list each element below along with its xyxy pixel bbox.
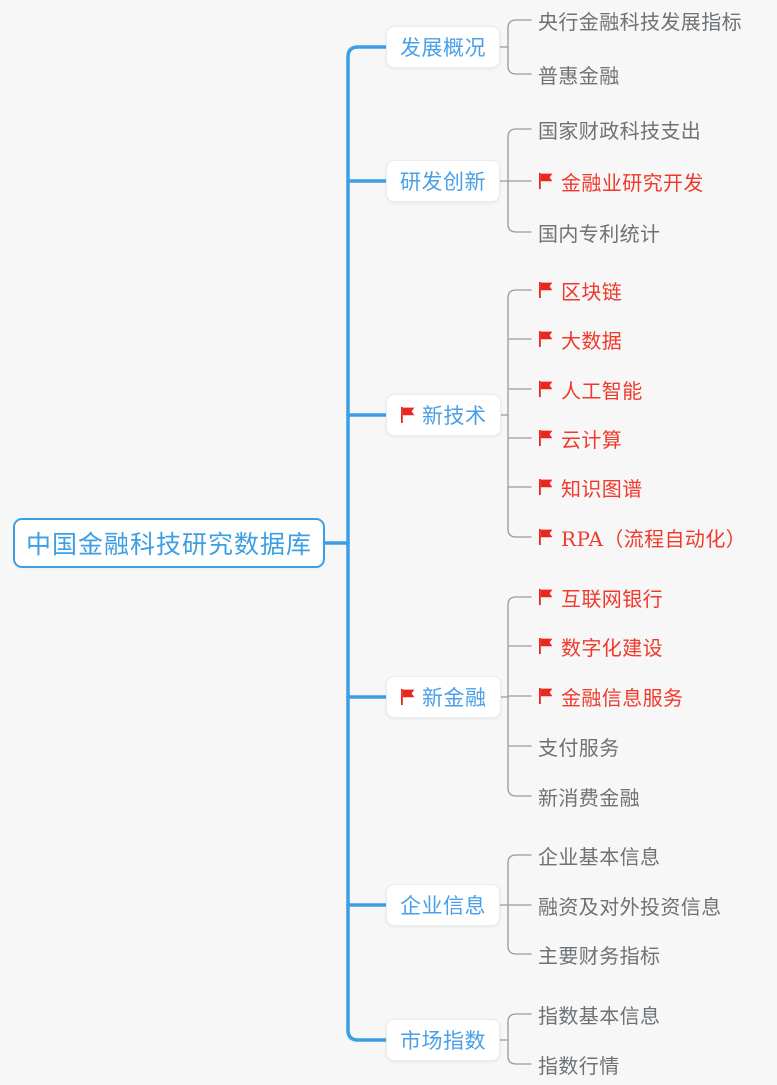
leaf-label: RPA（流程自动化） — [561, 526, 747, 551]
leaf-label: 支付服务 — [538, 735, 620, 760]
flag-icon — [538, 528, 554, 546]
leaf-label: 融资及对外投资信息 — [538, 894, 722, 919]
leaf-node[interactable]: 人工智能 — [538, 374, 643, 404]
branch-label: 发展概况 — [400, 36, 486, 60]
leaf-label: 企业基本信息 — [538, 844, 661, 869]
leaf-node[interactable]: 金融业研究开发 — [538, 166, 704, 196]
leaf-node[interactable]: 云计算 — [538, 423, 622, 453]
leaf-label: 知识图谱 — [561, 476, 643, 501]
leaf-node[interactable]: 国家财政科技支出 — [538, 114, 701, 144]
branch-label: 企业信息 — [400, 894, 486, 918]
leaf-label: 主要财务指标 — [538, 943, 661, 968]
flag-icon — [538, 330, 554, 348]
leaf-label: 人工智能 — [561, 378, 643, 403]
leaf-label: 新消费金融 — [538, 785, 640, 810]
leaf-node[interactable]: 知识图谱 — [538, 472, 643, 502]
root-label: 中国金融科技研究数据库 — [25, 530, 312, 559]
flag-icon — [538, 429, 554, 447]
branch-node-2[interactable]: 研发创新 — [386, 160, 500, 202]
leaf-node[interactable]: 国内专利统计 — [538, 217, 660, 247]
flag-icon — [538, 281, 554, 299]
leaf-node[interactable]: RPA（流程自动化） — [538, 522, 746, 552]
leaf-label: 互联网银行 — [561, 586, 663, 611]
flag-icon — [538, 588, 554, 606]
leaf-node[interactable]: 数字化建设 — [538, 631, 663, 661]
leaf-label: 国内专利统计 — [538, 221, 661, 246]
leaf-label: 国家财政科技支出 — [538, 118, 702, 143]
leaf-node[interactable]: 区块链 — [538, 275, 622, 305]
branch-label: 市场指数 — [400, 1029, 486, 1053]
leaf-label: 普惠金融 — [538, 63, 620, 88]
leaf-node[interactable]: 普惠金融 — [538, 59, 620, 89]
flag-icon — [538, 478, 554, 496]
leaf-label: 区块链 — [561, 279, 623, 304]
branch-label: 新金融 — [422, 686, 487, 710]
leaf-node[interactable]: 互联网银行 — [538, 582, 663, 612]
leaf-node[interactable]: 大数据 — [538, 324, 622, 354]
leaf-node[interactable]: 主要财务指标 — [538, 939, 660, 969]
leaf-label: 央行金融科技发展指标 — [538, 9, 742, 34]
branch-node-3[interactable]: 新技术 — [386, 394, 501, 436]
flag-icon — [400, 406, 416, 424]
leaf-node[interactable]: 新消费金融 — [538, 781, 640, 811]
leaf-label: 金融信息服务 — [561, 685, 684, 710]
branch-node-1[interactable]: 发展概况 — [386, 26, 500, 68]
branch-node-6[interactable]: 市场指数 — [386, 1019, 500, 1061]
leaf-label: 大数据 — [561, 328, 623, 353]
flag-icon — [538, 172, 554, 190]
leaf-label: 数字化建设 — [561, 635, 663, 660]
leaf-node[interactable]: 企业基本信息 — [538, 840, 660, 870]
leaf-label: 指数行情 — [538, 1053, 620, 1078]
leaf-node[interactable]: 指数基本信息 — [538, 999, 660, 1029]
leaf-node[interactable]: 央行金融科技发展指标 — [538, 5, 742, 35]
flag-icon — [400, 688, 416, 706]
leaf-node[interactable]: 金融信息服务 — [538, 681, 683, 711]
branch-label: 新技术 — [422, 404, 487, 428]
branch-node-5[interactable]: 企业信息 — [386, 884, 500, 926]
root-node[interactable]: 中国金融科技研究数据库 — [13, 518, 325, 568]
leaf-label: 云计算 — [561, 427, 623, 452]
flag-icon — [538, 687, 554, 705]
branch-label: 研发创新 — [400, 170, 486, 194]
leaf-node[interactable]: 指数行情 — [538, 1049, 620, 1079]
leaf-node[interactable]: 融资及对外投资信息 — [538, 890, 722, 920]
flag-icon — [538, 637, 554, 655]
leaf-label: 指数基本信息 — [538, 1003, 661, 1028]
branch-node-4[interactable]: 新金融 — [386, 676, 501, 718]
leaf-label: 金融业研究开发 — [561, 170, 704, 195]
flag-icon — [538, 380, 554, 398]
leaf-node[interactable]: 支付服务 — [538, 731, 620, 761]
